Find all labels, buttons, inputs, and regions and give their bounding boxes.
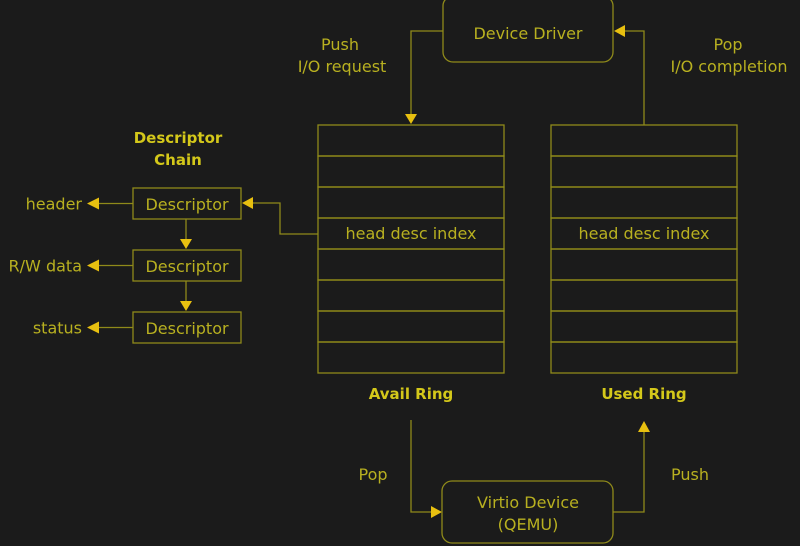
arrowhead-down-icon bbox=[180, 239, 192, 249]
arrowhead-right-icon bbox=[431, 506, 442, 518]
arrowhead-left-icon bbox=[242, 197, 253, 209]
descriptor-item: Descriptor header bbox=[26, 187, 242, 249]
push-edge: Push bbox=[613, 421, 709, 513]
ring-slot bbox=[550, 279, 738, 312]
push-request-label-1: Push bbox=[321, 35, 359, 54]
virtio-device-label-1: Virtio Device bbox=[477, 493, 579, 512]
ring-slot-box bbox=[550, 279, 738, 312]
ring-slot bbox=[317, 248, 505, 281]
push-request-label-2: I/O request bbox=[298, 57, 387, 76]
descriptor-chain: Descriptor Chain DescriptorheaderDescrip… bbox=[9, 129, 242, 344]
arrowhead-left-icon bbox=[87, 197, 99, 210]
ring-slot bbox=[317, 186, 505, 219]
arrowhead-up-icon bbox=[638, 421, 650, 432]
descriptor-target-label: R/W data bbox=[9, 257, 82, 276]
descriptor-chain-title-1: Descriptor bbox=[134, 129, 223, 147]
ring-slot-box bbox=[550, 124, 738, 157]
ring-slot: head desc index bbox=[550, 217, 738, 250]
device-driver-box bbox=[442, 0, 614, 63]
pop-label: Pop bbox=[358, 465, 387, 484]
pop-edge: Pop bbox=[358, 420, 442, 518]
pop-completion-label-2: I/O completion bbox=[670, 57, 787, 76]
avail-to-descriptor-edge bbox=[242, 197, 318, 235]
ring-slot-box bbox=[550, 341, 738, 374]
descriptor-label: Descriptor bbox=[145, 319, 229, 338]
push-request-line bbox=[410, 30, 443, 116]
virtio-device-node: Virtio Device (QEMU) bbox=[441, 480, 614, 544]
arrowhead-down-icon bbox=[405, 114, 417, 124]
device-driver-label: Device Driver bbox=[473, 24, 582, 43]
descriptor-item: Descriptor status bbox=[33, 311, 242, 344]
virtio-device-label-2: (QEMU) bbox=[498, 515, 559, 534]
ring-slot-box bbox=[317, 341, 505, 374]
ring-slot bbox=[550, 124, 738, 157]
ring-slot bbox=[550, 310, 738, 343]
virtio-device-box bbox=[441, 480, 614, 544]
pop-line bbox=[410, 420, 433, 513]
ring-slot bbox=[317, 279, 505, 312]
push-label: Push bbox=[671, 465, 709, 484]
ring-slot: head desc index bbox=[317, 217, 505, 250]
ring-slot bbox=[550, 341, 738, 374]
ring-slot bbox=[550, 248, 738, 281]
descriptor-target-label: header bbox=[26, 195, 83, 214]
arrowhead-left-icon bbox=[614, 25, 625, 37]
head-desc-index-label: head desc index bbox=[578, 224, 709, 243]
arrowhead-down-icon bbox=[180, 301, 192, 311]
pop-completion-edge: Pop I/O completion bbox=[614, 25, 788, 125]
ring-slot bbox=[317, 341, 505, 374]
ring-slot-box bbox=[550, 186, 738, 219]
push-request-edge: Push I/O request bbox=[298, 30, 443, 124]
ring-slot bbox=[550, 155, 738, 188]
descriptor-label: Descriptor bbox=[145, 195, 229, 214]
ring-slot-box bbox=[550, 248, 738, 281]
ring-slot bbox=[317, 310, 505, 343]
descriptor-label: Descriptor bbox=[145, 257, 229, 276]
descriptor-chain-title-2: Chain bbox=[154, 151, 202, 169]
ring-slot-box bbox=[317, 279, 505, 312]
arrowhead-left-icon bbox=[87, 321, 99, 334]
ring-slot-box bbox=[317, 124, 505, 157]
ring-slot-box bbox=[317, 310, 505, 343]
head-desc-index-label: head desc index bbox=[345, 224, 476, 243]
avail-to-descriptor-line bbox=[252, 202, 318, 235]
ring-slot-box bbox=[317, 186, 505, 219]
ring-slot bbox=[317, 124, 505, 157]
ring-slot bbox=[550, 186, 738, 219]
descriptor-item: Descriptor R/W data bbox=[9, 249, 242, 311]
arrowhead-left-icon bbox=[87, 259, 99, 272]
pop-completion-line bbox=[622, 30, 645, 125]
ring-slot-box bbox=[317, 155, 505, 188]
ring-slot-box bbox=[550, 310, 738, 343]
ring-title: Used Ring bbox=[601, 385, 686, 403]
pop-completion-label-1: Pop bbox=[713, 35, 742, 54]
ring-slot-box bbox=[317, 248, 505, 281]
device-driver-node: Device Driver bbox=[442, 0, 614, 63]
push-line bbox=[613, 430, 645, 513]
ring-slot-box bbox=[550, 155, 738, 188]
ring-title: Avail Ring bbox=[369, 385, 454, 403]
ring-slot bbox=[317, 155, 505, 188]
descriptor-target-label: status bbox=[33, 319, 82, 338]
